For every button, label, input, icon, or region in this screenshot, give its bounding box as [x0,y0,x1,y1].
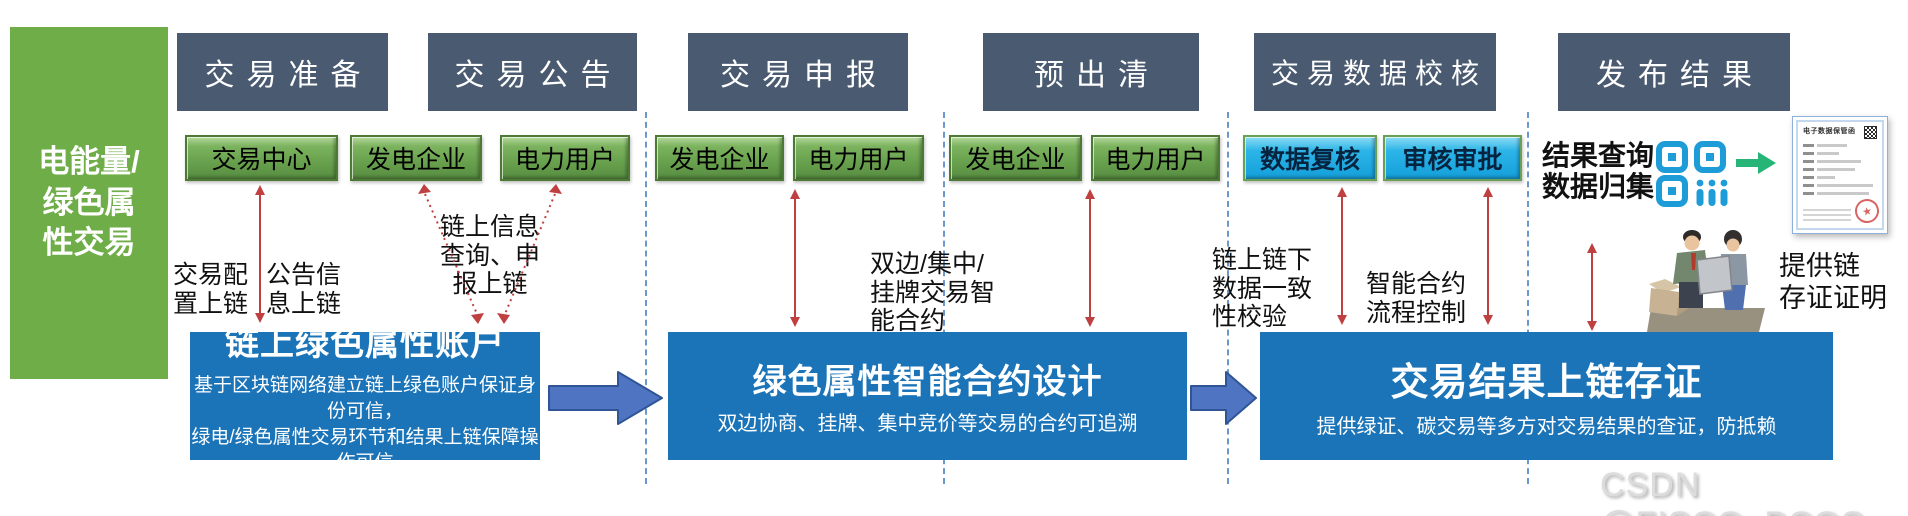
red-double-arrow-icon [790,189,800,327]
certificate-qr-icon [1864,126,1877,139]
certificate-footnote [1803,209,1851,221]
red-double-arrow-icon [1337,187,1347,325]
watermark: CSDN @FISCO_BCOS [1600,466,1864,516]
sidebar-line: 电能量/ [38,143,140,179]
pillar-desc: 基于区块链网络建立链上绿色账户保证身份可信， 绿电/绿色属性交易环节和结果上链保… [191,375,539,474]
pillar-title: 交易结果上链存证 [1390,362,1703,404]
flow-arrow-icon [1190,371,1257,425]
actor-box-power-user: 电力用户 [500,135,630,181]
sidebar-energy-trading-label: 电能量/ 绿色属 性交易 [10,27,168,379]
pillar-result-onchain-evidence: 交易结果上链存证 提供绿证、碳交易等多方对交易结果的查证，防抵赖 [1260,332,1833,460]
column-separator [943,112,945,484]
stage-header-publish-results: 发布结果 [1558,33,1790,111]
pillar-onchain-green-account: 链上绿色属性账户 基于区块链网络建立链上绿色账户保证身份可信， 绿电/绿色属性交… [190,325,540,473]
column-separator [645,112,647,484]
stage-header-data-verification: 交易数据校核 [1254,33,1496,111]
stage-header-trade-announcement: 交易公告 [428,33,637,111]
actor-box-generator: 发电企业 [350,135,482,181]
actor-box-power-user: 电力用户 [1091,135,1220,181]
annotation-notice-info-onchain: 公告信 息上链 [266,261,342,318]
actor-box-audit-approval: 审核审批 [1383,135,1522,181]
annotation-smart-contract-flow-control: 智能合约 流程控制 [1366,270,1467,327]
green-arrow-icon [1736,152,1776,174]
annotation-bilateral-centralized-listing-contract: 双边/集中/ 挂牌交易智 能合约 [870,250,996,335]
stage-header-pre-clearing: 预出清 [983,33,1199,111]
red-double-arrow-icon [255,185,265,323]
red-double-arrow-icon [1587,243,1597,331]
stage-header-trade-declaration: 交易申报 [688,33,908,111]
red-double-arrow-icon [1483,187,1493,325]
certificate-title: 电子数据保管函 [1803,128,1856,135]
result-query-collection-label: 结果查询 数据归集 [1542,140,1655,203]
column-separator [1227,112,1229,484]
certificate-field-rows [1803,144,1877,195]
certificate-image: 电子数据保管函 ★ [1792,116,1888,234]
annotation-onchain-offchain-consistency: 链上链下 数据一致 性校验 [1212,246,1313,331]
pillar-desc: 双边协商、挂牌、集中竞价等交易的合约可追溯 [717,413,1138,435]
red-seal-icon: ★ [1852,196,1882,226]
people-illustration [1647,230,1765,332]
pillar-desc: 提供绿证、碳交易等多方对交易结果的查证，防抵赖 [1316,416,1777,438]
flow-arrow-icon [548,371,663,425]
pillar-title: 绿色属性智能合约设计 [752,363,1103,401]
pillar-title: 链上绿色属性账户 [225,325,505,364]
pillar-smart-contract-design: 绿色属性智能合约设计 双边协商、挂牌、集中竞价等交易的合约可追溯 [668,332,1187,460]
stage-header-trade-preparation: 交易准备 [177,33,388,111]
sidebar-line: 性交易 [42,225,136,261]
sidebar-line: 绿色属 [42,184,136,220]
actor-box-generator: 发电企业 [655,135,784,181]
actor-box-data-review: 数据复核 [1243,135,1377,181]
certificate-border: 电子数据保管函 ★ [1796,120,1884,230]
actor-box-trade-center: 交易中心 [185,135,338,181]
column-separator [1527,112,1529,484]
actor-box-generator: 发电企业 [949,135,1082,181]
red-dotted-cross-arrows-icon [418,184,562,324]
actor-box-power-user: 电力用户 [793,135,924,181]
chain-evidence-proof-label: 提供链 存证证明 [1779,251,1887,314]
annotation-chain-info-query-declare: 链上信息 查询、申 报上链 [439,213,540,298]
red-double-arrow-icon [1085,189,1095,327]
annotation-trade-config-onchain: 交易配 置上链 [173,261,249,318]
qr-code-icon [1656,141,1728,207]
